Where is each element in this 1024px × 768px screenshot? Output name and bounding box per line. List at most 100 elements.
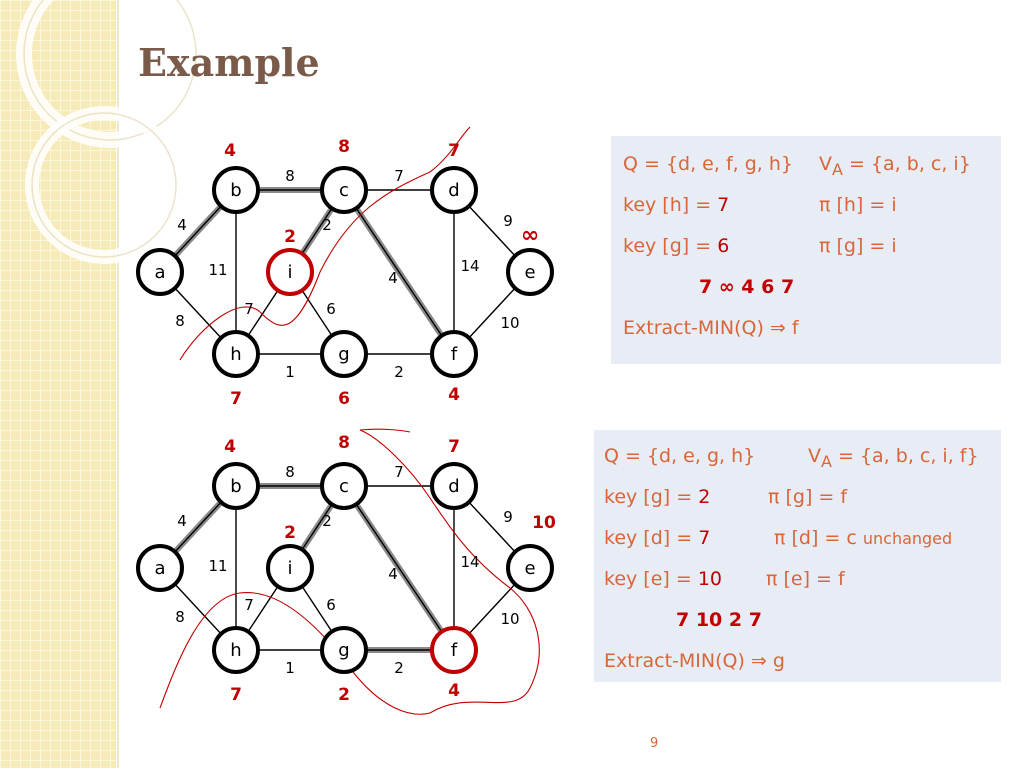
node-label-i: i: [287, 558, 292, 579]
node-b: [212, 462, 260, 510]
edge-weight-d-e: 9: [503, 508, 513, 526]
pi-h-text: π [h] = i: [819, 194, 897, 216]
va-set: = {a, b, c, i}: [842, 153, 971, 175]
queue-line: Q = {d, e, g, h} VA = {a, b, c, i, f}: [604, 436, 1001, 477]
node-label-c: c: [339, 476, 349, 497]
key-value-g: 6: [338, 389, 350, 409]
node-label-f: f: [451, 344, 458, 365]
edge-weight-c-d: 7: [394, 463, 404, 481]
va-subscript: A: [832, 159, 843, 179]
edge-weight-f-g: 2: [394, 363, 404, 381]
edge-weight-g-i: 6: [326, 596, 336, 614]
va-label: VA = {a, b, c, i, f}: [808, 445, 979, 471]
key-d-value: 7: [698, 527, 711, 549]
key-e-label: key [e] =: [604, 568, 698, 590]
key-g-value: 6: [717, 235, 730, 257]
edge-weight-b-c: 8: [285, 167, 295, 185]
node-label-b: b: [230, 476, 241, 497]
info-box-step-2: Q = {d, e, g, h} VA = {a, b, c, i, f} key…: [594, 430, 1001, 682]
edge-weight-c-d: 7: [394, 167, 404, 185]
key-value-b: 4: [224, 141, 236, 161]
key-g-value: 2: [698, 486, 711, 508]
key-g-label: key [g] =: [623, 235, 718, 257]
edge-weight-g-i: 6: [326, 300, 336, 318]
node-f: [430, 330, 478, 378]
key-d-text: key [d] = 7: [604, 518, 774, 559]
key-value-i: 2: [284, 227, 296, 247]
node-a: [136, 248, 184, 296]
node-label-b: b: [230, 180, 241, 201]
key-value-f: 4: [448, 385, 460, 405]
key-h-text: key [h] = 7: [623, 185, 819, 226]
node-label-a: a: [154, 558, 165, 579]
edge-weight-g-h: 1: [285, 659, 295, 677]
edge-weight-b-h: 11: [208, 557, 227, 575]
key-g-text: key [g] = 2: [604, 477, 768, 518]
va-symbol: V: [808, 445, 821, 467]
pi-e-text: π [e] = f: [766, 568, 845, 590]
edge-weight-c-i: 2: [322, 512, 332, 530]
edge-weight-d-f: 14: [460, 257, 479, 275]
key-value-e: ∞: [521, 223, 539, 248]
key-value-e: 10: [532, 513, 556, 533]
key-e-text: key [e] = 10: [604, 559, 766, 600]
node-b: [212, 166, 260, 214]
pi-d-text: π [d] = c: [774, 527, 857, 549]
node-label-d: d: [448, 180, 459, 201]
unchanged-note: unchanged: [862, 529, 953, 548]
key-value-h: 7: [230, 685, 242, 705]
node-label-f: f: [451, 640, 458, 661]
edge-c-f-core: [343, 189, 455, 355]
edge-weight-c-f: 4: [388, 565, 398, 583]
queue-text: Q = {d, e, g, h}: [604, 445, 756, 467]
node-c: [320, 462, 368, 510]
edge-weight-c-f: 4: [388, 269, 398, 287]
edge-c-f-core: [343, 485, 455, 651]
info-box-step-1: Q = {d, e, f, g, h}VA = {a, b, c, i} key…: [611, 136, 1001, 364]
node-d: [430, 166, 478, 214]
key-h-value: 7: [717, 194, 730, 216]
extract-min-line: Extract-MIN(Q) ⇒ f: [623, 317, 799, 339]
edge-weight-a-h: 8: [175, 608, 185, 626]
edge-weight-g-h: 1: [285, 363, 295, 381]
key-sequence: 7 10 2 7: [676, 609, 762, 631]
va-symbol: V: [819, 153, 832, 175]
node-h: [212, 626, 260, 674]
node-h: [212, 330, 260, 378]
key-g-label: key [g] =: [604, 486, 699, 508]
node-g: [320, 626, 368, 674]
cut-line: [179, 126, 471, 361]
va-subscript: A: [821, 451, 832, 471]
node-e: [506, 544, 554, 592]
edge-weight-a-b: 4: [177, 512, 187, 530]
edge-weight-f-g: 2: [394, 659, 404, 677]
node-label-g: g: [338, 640, 349, 661]
slide-title: Example: [138, 40, 320, 85]
node-label-e: e: [524, 558, 535, 579]
node-c: [320, 166, 368, 214]
key-value-h: 7: [230, 389, 242, 409]
node-i: [266, 544, 314, 592]
edge-weight-a-b: 4: [177, 216, 187, 234]
pi-g-text: π [g] = f: [768, 486, 848, 508]
va-set: = {a, b, c, i, f}: [831, 445, 979, 467]
key-value-d: 7: [448, 141, 460, 161]
edge-weight-c-i: 2: [322, 216, 332, 234]
key-sequence: 7 ∞ 4 6 7: [699, 276, 795, 298]
cut-line: [159, 428, 540, 715]
node-f: [430, 626, 478, 674]
key-value-f: 4: [448, 681, 460, 701]
node-g: [320, 330, 368, 378]
node-label-c: c: [339, 180, 349, 201]
node-d: [430, 462, 478, 510]
key-g-text: key [g] = 6: [623, 226, 819, 267]
key-value-i: 2: [284, 523, 296, 543]
edge-weight-b-h: 11: [208, 261, 227, 279]
key-value-d: 7: [448, 437, 460, 457]
pi-g-text: π [g] = i: [819, 235, 897, 257]
